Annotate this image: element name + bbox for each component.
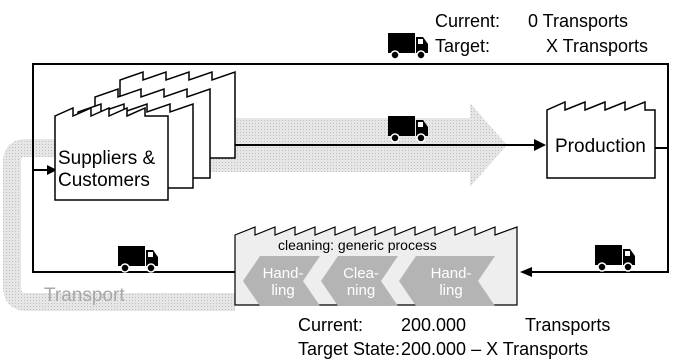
truck-icon	[388, 33, 428, 59]
target-state-value: 200.000 – X Transports	[401, 340, 588, 358]
target-label-top: Target:	[435, 37, 490, 55]
current-label-bottom: Current:	[298, 316, 363, 334]
target-state-label: Target State:	[298, 340, 400, 358]
process-step-3: Hand- ling	[418, 265, 484, 299]
return-arrowhead	[520, 267, 532, 277]
transport-label: Transport	[44, 286, 125, 305]
truck-icon	[595, 245, 635, 271]
suppliers-line1: Suppliers &	[58, 148, 155, 170]
current-unit-bottom: Transports	[525, 316, 610, 334]
current-label-top: Current:	[435, 12, 500, 30]
suppliers-line2: Customers	[58, 170, 155, 192]
process-title: cleaning: generic process	[278, 238, 437, 252]
production-label: Production	[555, 137, 646, 156]
flow-arrowhead	[534, 139, 546, 151]
current-value-bottom: 200.000	[401, 316, 466, 334]
current-value-top: 0 Transports	[528, 12, 628, 30]
truck-icon	[118, 246, 158, 272]
target-value-top: X Transports	[546, 37, 648, 55]
process-step-1: Hand- ling	[256, 265, 310, 299]
process-step-2: Clea- ning	[334, 265, 388, 299]
suppliers-customers-label: Suppliers & Customers	[58, 148, 155, 192]
